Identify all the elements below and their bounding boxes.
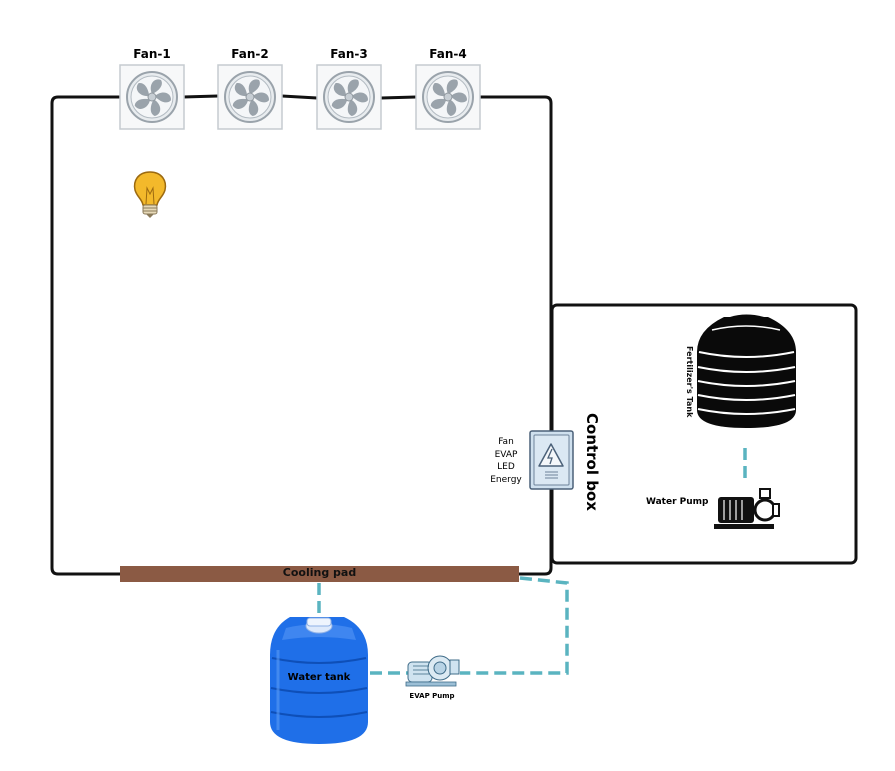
signal-fan: Fan xyxy=(498,437,514,447)
fan-label: Fan-4 xyxy=(429,47,467,61)
fan-icon[interactable] xyxy=(119,64,185,130)
water-pipe xyxy=(317,448,747,675)
cooling-pad-label: Cooling pad xyxy=(282,566,357,579)
electric-panel-icon[interactable] xyxy=(529,430,574,490)
signal-led: LED xyxy=(497,462,515,472)
light-bulb-icon[interactable] xyxy=(133,171,167,218)
water-tank-label: Water tank xyxy=(287,672,351,683)
fan-icon[interactable] xyxy=(316,64,382,130)
fan-label: Fan-3 xyxy=(330,47,368,61)
fan-icon[interactable] xyxy=(217,64,283,130)
pump-icon[interactable] xyxy=(714,488,780,529)
water-pump-label: Water Pump xyxy=(646,497,709,507)
water-tank-icon[interactable] xyxy=(270,617,368,744)
fan-icon[interactable] xyxy=(415,64,481,130)
signal-energy: Energy xyxy=(490,474,522,485)
cooling-pad[interactable] xyxy=(120,566,519,582)
greenhouse-outline xyxy=(50,94,553,576)
control-box-signals: Fan EVAP LED Energy xyxy=(478,436,534,486)
control-box-title: Control box xyxy=(583,413,601,511)
fan-label: Fan-2 xyxy=(231,47,269,61)
fertilizer-tank-label: Fertilizer's Tank xyxy=(685,346,694,418)
fan-label: Fan-1 xyxy=(133,47,171,61)
signal-evap: EVAP xyxy=(494,449,518,460)
fertilizer-tank-icon[interactable] xyxy=(697,314,796,429)
evap-pump-label: EVAP Pump xyxy=(409,692,455,700)
pump-icon[interactable] xyxy=(405,655,460,687)
